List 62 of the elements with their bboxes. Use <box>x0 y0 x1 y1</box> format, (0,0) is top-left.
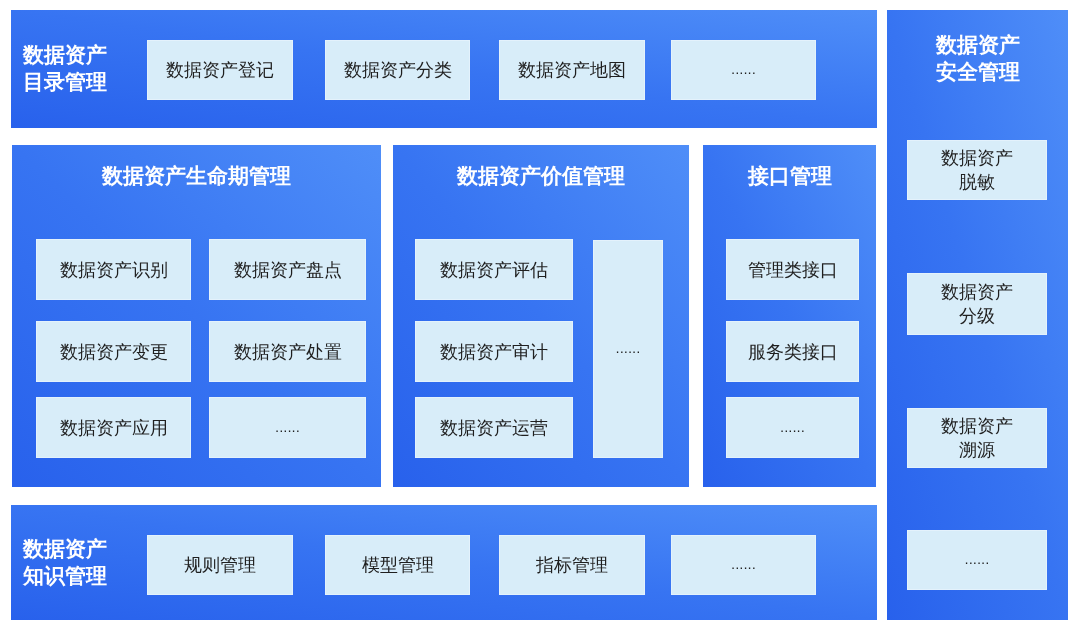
module-label: 数据资产识别 <box>59 257 168 282</box>
module-box <box>671 535 816 595</box>
module-label: ...... <box>615 340 641 358</box>
module-label: 数据资产溯源 <box>940 414 1014 462</box>
module-box <box>907 140 1047 200</box>
module-label: 规则管理 <box>184 553 256 577</box>
category-panel <box>12 145 381 487</box>
module-label: 服务类接口 <box>747 339 838 364</box>
category-panel <box>11 505 877 620</box>
module-label: ...... <box>964 551 990 569</box>
module-box <box>415 321 573 382</box>
module-box <box>907 273 1047 335</box>
module-label: ...... <box>731 61 756 79</box>
module-box <box>415 239 573 300</box>
module-box <box>726 321 859 382</box>
module-box <box>907 408 1047 468</box>
category-panel <box>703 145 876 487</box>
category-panel <box>887 10 1068 620</box>
module-label: 管理类接口 <box>747 257 838 282</box>
module-box <box>325 535 470 595</box>
module-label: ...... <box>780 418 805 437</box>
module-label: 数据资产审计 <box>440 339 548 364</box>
module-box <box>36 239 191 300</box>
module-label: 数据资产分级 <box>940 280 1014 328</box>
module-box <box>325 40 470 100</box>
module-box <box>36 397 191 458</box>
module-box <box>499 535 645 595</box>
module-box <box>209 239 366 300</box>
module-box <box>726 397 859 458</box>
module-box <box>36 321 191 382</box>
module-label: 数据资产分类 <box>343 58 452 82</box>
module-label: 数据资产登记 <box>166 58 274 82</box>
module-label: 数据资产运营 <box>440 415 548 440</box>
panel-heading: 接口管理 <box>747 163 832 190</box>
panel-heading: 数据资产生命期管理 <box>102 163 291 190</box>
module-label: 数据资产盘点 <box>233 257 342 282</box>
module-label: 数据资产脱敏 <box>940 146 1014 194</box>
module-label: ...... <box>275 418 300 437</box>
module-box <box>593 240 663 458</box>
module-label: 数据资产应用 <box>59 415 168 440</box>
module-box <box>415 397 573 458</box>
module-label: 数据资产变更 <box>59 339 168 364</box>
module-label: 数据资产地图 <box>518 58 626 82</box>
panel-heading: 数据资产目录管理 <box>23 42 108 96</box>
module-box <box>147 40 293 100</box>
module-box <box>907 530 1047 590</box>
module-label: 指标管理 <box>536 553 608 577</box>
module-label: 数据资产评估 <box>440 257 548 282</box>
module-label: ...... <box>731 556 756 574</box>
panel-heading: 数据资产知识管理 <box>23 535 108 590</box>
panel-heading: 数据资产价值管理 <box>457 163 625 190</box>
module-box <box>726 239 859 300</box>
module-box <box>209 321 366 382</box>
category-panel <box>393 145 689 487</box>
module-label: 模型管理 <box>361 553 434 577</box>
category-panel <box>11 10 877 128</box>
panel-heading: 数据资产安全管理 <box>934 32 1021 86</box>
module-box <box>147 535 293 595</box>
module-box <box>499 40 645 100</box>
module-box <box>671 40 816 100</box>
module-box <box>209 397 366 458</box>
module-label: 数据资产处置 <box>233 339 342 364</box>
